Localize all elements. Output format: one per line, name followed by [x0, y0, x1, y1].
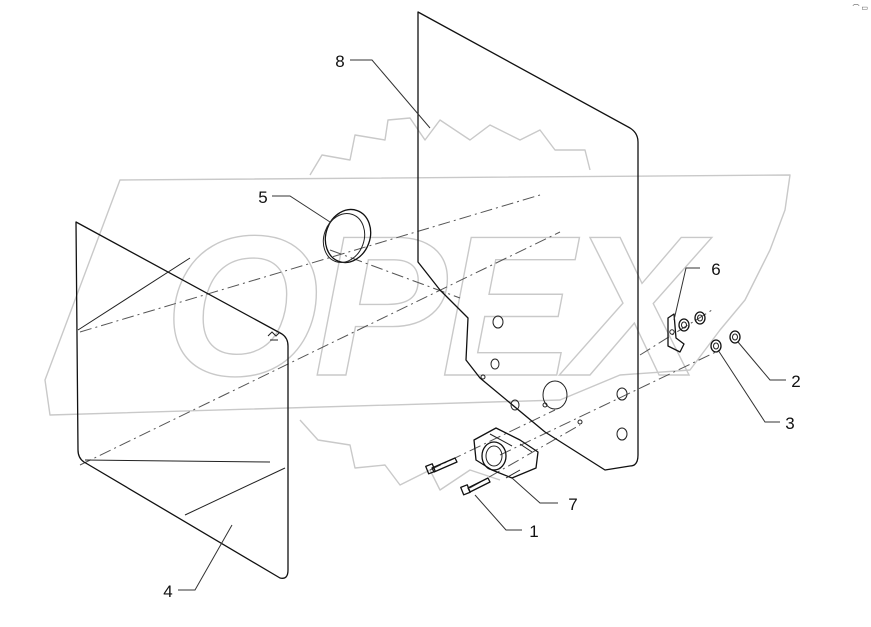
- assembly-axes: [79, 194, 721, 489]
- watermark-text: OPEX: [164, 195, 712, 418]
- callout-4: 4: [163, 582, 172, 601]
- nuts-part-2: [694, 311, 741, 344]
- callout-5: 5: [258, 188, 267, 207]
- watermark-frame: [44, 174, 791, 416]
- bolts-part-1: [425, 457, 491, 496]
- callout-labels: 1 2 3 4 5 6 7 8: [163, 52, 800, 601]
- panel-hinge-icon: [267, 331, 281, 341]
- leader-lines: [178, 59, 786, 591]
- bracket-part-6: [667, 313, 685, 353]
- mounting-plate-part-8: [417, 11, 639, 471]
- watermark-gear: [299, 117, 591, 491]
- corner-mark: ⌒ ▭: [852, 4, 868, 12]
- opex-watermark: OPEX: [44, 117, 791, 491]
- housing-part-7: [473, 427, 539, 479]
- panel-part-4: [75, 221, 289, 579]
- round-cover-part-5: [322, 208, 372, 264]
- callout-7: 7: [568, 495, 577, 514]
- callout-6: 6: [711, 260, 720, 279]
- callout-2: 2: [791, 372, 800, 391]
- plate-holes: [480, 315, 628, 441]
- washers-part-3: [678, 318, 722, 353]
- callout-3: 3: [785, 414, 794, 433]
- callout-1: 1: [529, 522, 538, 541]
- callout-8: 8: [335, 52, 344, 71]
